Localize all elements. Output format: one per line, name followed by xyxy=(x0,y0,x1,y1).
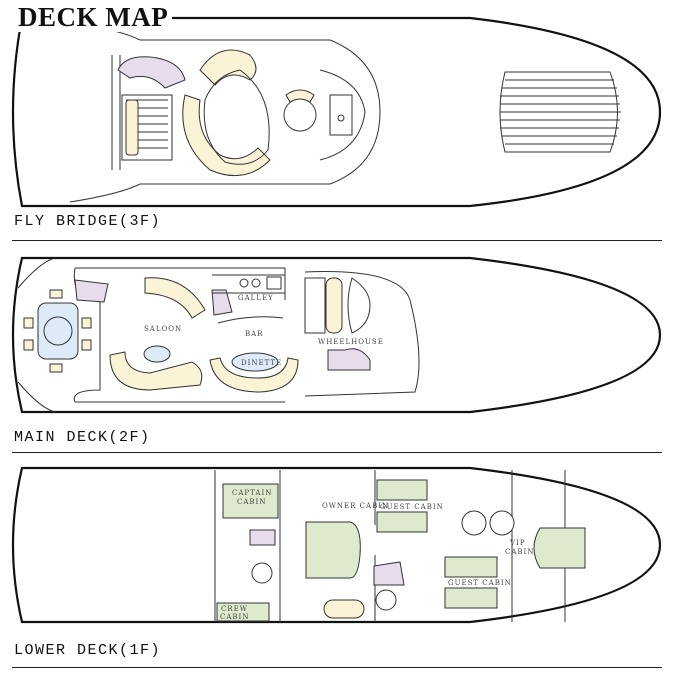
vip-bed xyxy=(533,527,586,569)
room-label-captain-cabin: CABIN xyxy=(237,498,266,506)
main-deck-plan[interactable]: DINETTE SALOON GALLEY BAR WHEELHOUSE xyxy=(11,256,662,414)
room-label-dinette: DINETTE xyxy=(241,359,282,367)
lower-deck-plan[interactable]: CAPTAIN CABIN CREW CABIN OWNER CABIN GUE… xyxy=(11,466,662,624)
room-label-galley: GALLEY xyxy=(238,294,274,302)
stairs-icon xyxy=(117,56,186,89)
dinette-table xyxy=(231,352,279,372)
divider xyxy=(12,240,662,241)
room-label-captain: CAPTAIN xyxy=(232,489,272,497)
divider xyxy=(12,667,662,668)
room-label-saloon: SALOON xyxy=(144,325,182,333)
room-label-guest-cabin: GUEST CABIN xyxy=(380,503,444,511)
room-label-crew-cabin: CABIN xyxy=(220,613,249,621)
divider xyxy=(12,452,662,453)
stairs-icon xyxy=(74,279,109,303)
stairs-icon xyxy=(327,348,371,371)
room-label-owner-cabin: OWNER CABIN xyxy=(322,502,389,510)
fly-bridge-plan[interactable] xyxy=(11,16,662,208)
room-label-vip-cabin: CABIN xyxy=(505,548,534,556)
main-deck-label: MAIN DECK(2F) xyxy=(14,429,151,446)
dining-table xyxy=(37,302,79,360)
room-label-wheelhouse: WHEELHOUSE xyxy=(318,338,384,346)
room-label-bar: BAR xyxy=(245,330,263,338)
room-label-crew: CREW xyxy=(221,605,248,613)
room-label-guest-cabin-2: GUEST CABIN xyxy=(448,579,512,587)
fly-bridge-label: FLY BRIDGE(3F) xyxy=(14,213,162,230)
lower-deck-label: LOWER DECK(1F) xyxy=(14,642,162,659)
seating-icon xyxy=(199,49,257,86)
room-label-vip: VIP xyxy=(509,539,526,547)
stairs-icon xyxy=(373,561,405,586)
page-title: DECK MAP xyxy=(16,2,173,32)
owner-bed xyxy=(305,521,361,579)
